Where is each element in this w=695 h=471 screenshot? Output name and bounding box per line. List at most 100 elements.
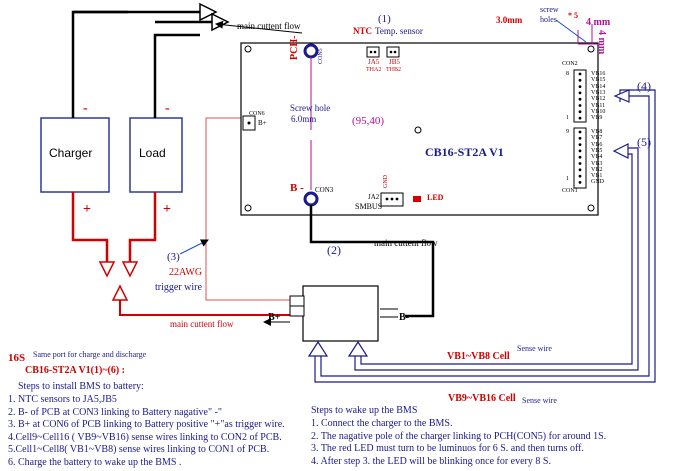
dim-3mm: 3.0mm bbox=[496, 15, 523, 25]
wake-step-3: 3. The red LED must turn to be luminuos … bbox=[311, 443, 584, 454]
con2-pin-dot bbox=[578, 91, 582, 95]
charger-positive-sign: + bbox=[83, 202, 91, 217]
same-port-note: Same port for charge and discharge bbox=[33, 350, 147, 359]
trigger-wire-number: (3) bbox=[167, 251, 180, 263]
arrow-head-top-1 bbox=[199, 2, 218, 22]
center-screw-hole bbox=[414, 126, 422, 134]
bminus-label: B - bbox=[290, 182, 304, 194]
arrow-con1 bbox=[612, 143, 629, 159]
install-step-6: 6. Charge the battery to wake up the BMS… bbox=[8, 456, 182, 468]
thb2-label: THB2 bbox=[386, 67, 401, 73]
dim-count: * 5 bbox=[568, 11, 578, 20]
battery-main-current-label: main cuttent flow bbox=[170, 319, 234, 329]
screw-hole-label: Screw hole bbox=[290, 103, 331, 113]
con5-label: CON5 bbox=[318, 48, 324, 64]
con6-bplus-label: B+ bbox=[258, 119, 267, 127]
con2-pin-vb13: VB13 bbox=[591, 89, 606, 96]
charger-label: Charger bbox=[49, 146, 93, 160]
awg-label: 22AWG bbox=[169, 267, 203, 278]
con6-label: CON6 bbox=[249, 111, 265, 117]
ntc-number: (1) bbox=[378, 13, 391, 25]
vb1-vb8-label: VB1~VB8 Cell bbox=[447, 351, 510, 362]
load-box bbox=[129, 117, 183, 193]
con1-pin-vb6: VB6 bbox=[591, 141, 603, 148]
con2-pin-vb15: VB15 bbox=[591, 77, 606, 84]
main-current-label-top: main cuttent flow bbox=[237, 21, 301, 31]
sense-wire-label-2: Sense wire bbox=[522, 396, 557, 405]
temp-sensor-label: Temp. sensor bbox=[375, 26, 423, 36]
arrow-head-top-2 bbox=[211, 12, 230, 32]
con1-pin-dot bbox=[578, 130, 582, 134]
con2-header bbox=[573, 69, 587, 123]
arrow-charger-plus bbox=[98, 261, 116, 278]
arrow-battery-plus bbox=[111, 284, 129, 301]
trigger-wire-label: trigger wire bbox=[155, 282, 202, 293]
gnd-label: GND bbox=[383, 175, 389, 188]
wake-step-1: 1. Connect the charger to the BMS. bbox=[311, 418, 453, 429]
pch-label: PCH- bbox=[289, 35, 300, 60]
con2-pin-vb16: VB16 bbox=[591, 71, 606, 77]
con1-pin-1: 1 bbox=[566, 176, 569, 182]
ja5-label: JA5 bbox=[368, 58, 380, 66]
smbus-label: SMBUS bbox=[355, 202, 383, 211]
negative-wires bbox=[71, 10, 212, 118]
coordinate-label: (95,40) bbox=[352, 115, 385, 127]
vb9-vb16-label: VB9~VB16 Cell bbox=[448, 393, 516, 404]
battery-bminus-label: B- bbox=[399, 312, 409, 323]
con1-pin-vb4: VB4 bbox=[591, 154, 603, 161]
charger-box bbox=[40, 117, 110, 193]
battery-cell bbox=[302, 285, 379, 342]
con1-pin-dot bbox=[578, 136, 582, 140]
arrow-load-plus bbox=[121, 261, 139, 278]
trigger-wire bbox=[205, 117, 290, 301]
con2-pin-dot bbox=[578, 110, 582, 114]
arrow-vb9-16 bbox=[307, 340, 329, 357]
sense-wire-label-1: Sense wire bbox=[517, 344, 552, 353]
con1-pin-vb8: VB8 bbox=[591, 129, 603, 135]
sense-number-4: (4) bbox=[637, 79, 651, 93]
con1-label: CON1 bbox=[562, 188, 578, 194]
ja2-label: JA2 bbox=[368, 193, 380, 201]
con1-pin-vb2: VB2 bbox=[591, 166, 603, 173]
con2-pin-dot bbox=[578, 116, 582, 120]
battery-plus-tab bbox=[289, 295, 305, 307]
con2-pin-dot bbox=[578, 85, 582, 88]
wake-step-4: 4. After step 3. the LED will be blinkin… bbox=[311, 455, 551, 467]
negative-wire-number: (2) bbox=[327, 243, 341, 257]
series-count: 16S bbox=[8, 352, 26, 364]
negative-battery-wire bbox=[309, 205, 435, 318]
board-name: CB16-ST2A V1 bbox=[425, 145, 504, 159]
con2-pin-1: 1 bbox=[566, 115, 569, 121]
arrow-con2 bbox=[613, 89, 630, 103]
load-label: Load bbox=[139, 146, 166, 160]
install-steps-title: Steps to install BMS to battery: bbox=[18, 381, 144, 392]
con2-pin-dot bbox=[578, 97, 582, 101]
con2-pin-dot bbox=[578, 104, 582, 107]
con2-pin-vb10: VB10 bbox=[591, 108, 606, 115]
model-title: CB16-ST2A V1(1)~(6) : bbox=[25, 365, 126, 376]
con1-pin-dot bbox=[578, 149, 582, 153]
wake-steps-title: Steps to wake up the BMS bbox=[311, 405, 418, 416]
led-label: LED bbox=[427, 193, 444, 202]
con1-pin-dot bbox=[578, 155, 582, 159]
con2-pin-vb9: VB9 bbox=[591, 115, 603, 122]
con2-label: CON2 bbox=[562, 61, 578, 67]
dim-4mm-v: 4 mm bbox=[596, 30, 607, 55]
screw-hole-size: 6.0mm bbox=[291, 114, 317, 124]
wake-step-2: 2. The nagative pole of the charger link… bbox=[311, 430, 607, 442]
con2-pin-vb14: VB14 bbox=[591, 83, 606, 90]
install-step-2: 2. B- of PCB at CON3 linking to Battery … bbox=[8, 406, 222, 418]
tha2-label: THA2 bbox=[366, 67, 382, 73]
battery-bplus-label: B+ bbox=[268, 312, 281, 323]
dim-4mm-h: 4 mm bbox=[586, 17, 611, 28]
pch-terminal bbox=[303, 43, 319, 59]
con1-pin-dot bbox=[578, 162, 582, 165]
con2-pin-vb12: VB12 bbox=[591, 96, 606, 103]
con1-pin-9: 9 bbox=[566, 129, 569, 135]
main-current-label-mid: main cuttent flow bbox=[374, 238, 438, 248]
con2-pin-dot bbox=[578, 72, 582, 76]
positive-wires bbox=[71, 192, 157, 262]
con1-pin-vb3: VB3 bbox=[591, 160, 603, 167]
ntc-label: NTC bbox=[353, 26, 373, 36]
